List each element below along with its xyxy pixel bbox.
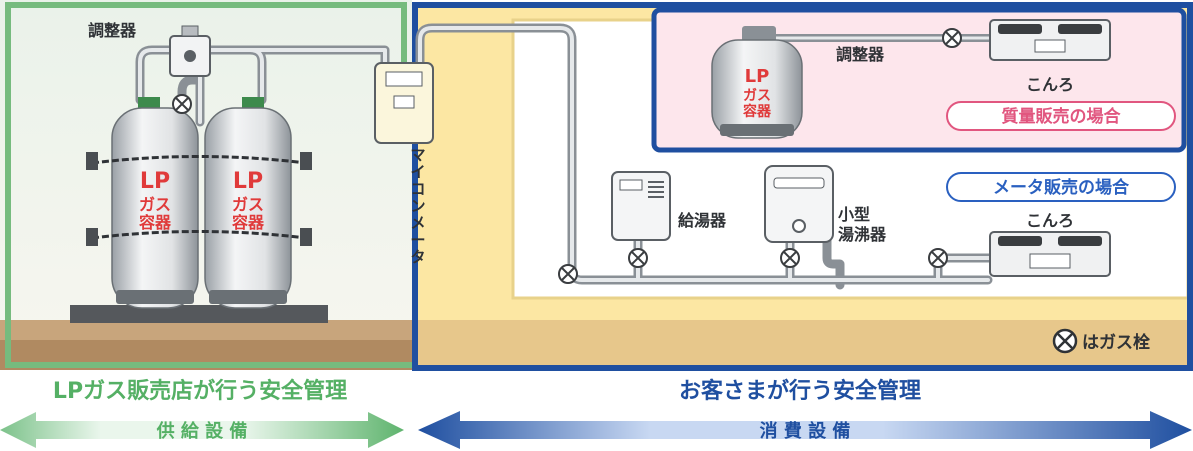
meter-sales-text: メータ販売の場合 [993, 177, 1130, 198]
supply-title: LPガス販売店が行う安全管理 [53, 378, 347, 404]
stove-meter-label: こんろ [1026, 211, 1074, 230]
cylinder-platform [70, 305, 328, 323]
small-boiler-label-line2: 湯沸器 [838, 225, 887, 244]
gas-pipes [135, 23, 995, 290]
small-cylinder-gas: ガス [743, 88, 771, 104]
meter-label: マイコンメータ [410, 146, 425, 266]
regulator-label: 調整器 [88, 21, 137, 40]
gas-valve-icon [558, 264, 578, 284]
consumer-arrow-label: 消 費 設 備 [760, 420, 851, 442]
stove-mass [989, 19, 1111, 61]
gas-valve-icon [942, 28, 962, 48]
consumer-boundary [412, 2, 1193, 371]
micro-meter [374, 62, 434, 144]
small-cylinder-lp: LP [745, 66, 770, 87]
cylinder-chains [91, 155, 307, 240]
water-heater [611, 171, 671, 241]
stove-meter [989, 231, 1111, 277]
gas-valve-legend-icon [1052, 328, 1078, 354]
cylinder-right-gas: ガス [232, 195, 264, 214]
small-cylinder-vessel: 容器 [742, 103, 772, 120]
cylinder-right-vessel: 容器 [231, 213, 265, 232]
gas-valve-icon [780, 248, 800, 268]
regulator-small-label: 調整器 [836, 45, 885, 64]
cylinder-left-vessel: 容器 [138, 213, 172, 232]
gas-valve-icon [628, 248, 648, 268]
gas-valve-legend-text: はガス栓 [1082, 332, 1150, 353]
cylinder-right-lp: LP [233, 169, 263, 194]
stove-mass-label: こんろ [1026, 75, 1074, 94]
small-boiler-label-line1: 小型 [838, 205, 870, 224]
gas-valve-icon [928, 248, 948, 268]
water-heater-label: 給湯器 [678, 211, 727, 230]
mass-sales-text: 質量販売の場合 [1002, 106, 1122, 127]
wall-brackets [86, 152, 312, 246]
meter-label-text: マイコンメータ [410, 146, 425, 266]
cylinder-left-gas: ガス [139, 195, 171, 214]
cylinder-left-lp: LP [140, 169, 170, 194]
consumer-arrow: 消 費 設 備 [418, 411, 1192, 449]
supply-arrow-label: 供 給 設 備 [156, 420, 248, 442]
mass-sales-badge: 質量販売の場合 [946, 101, 1176, 131]
supply-arrow: 供 給 設 備 [0, 412, 404, 448]
gas-valve-icon [172, 94, 192, 114]
small-boiler [764, 165, 834, 243]
regulator-device [169, 25, 211, 77]
consumer-title: お客さまが行う安全管理 [679, 378, 921, 404]
small-cylinder [711, 26, 803, 139]
meter-sales-badge: メータ販売の場合 [946, 172, 1176, 202]
